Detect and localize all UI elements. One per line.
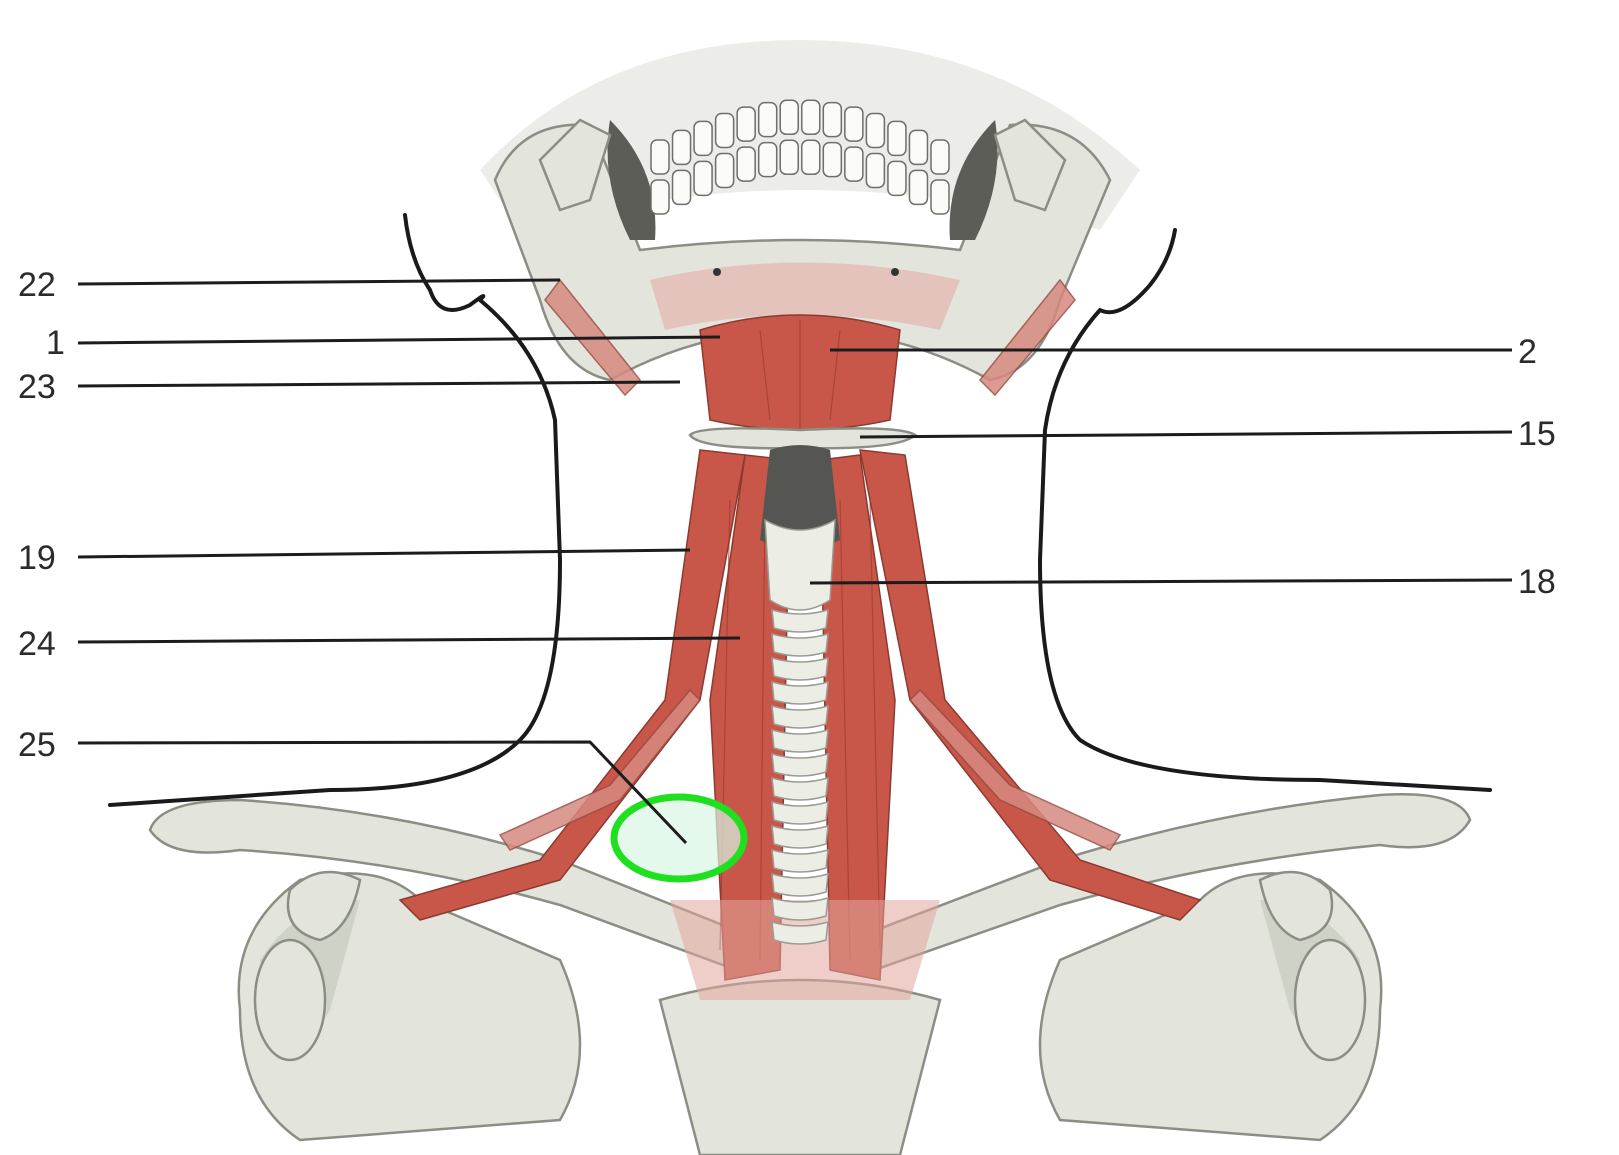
- tooth: [908, 129, 929, 166]
- tooth: [930, 179, 950, 215]
- leader-18: [809, 578, 1513, 585]
- tracheal-ring: [771, 680, 829, 705]
- tracheal-ring: [771, 776, 829, 801]
- label-15: 15: [1518, 415, 1556, 453]
- teeth: [650, 99, 950, 215]
- tracheal-ring: [771, 872, 829, 897]
- tooth: [757, 141, 778, 178]
- tooth: [736, 106, 756, 142]
- leader-24: [77, 636, 741, 644]
- tracheal-ring: [771, 824, 829, 849]
- tooth: [779, 99, 799, 136]
- tooth: [887, 120, 907, 157]
- tooth: [779, 139, 799, 176]
- tracheal-ring: [771, 896, 829, 921]
- tooth: [693, 120, 713, 157]
- leader-lines: [77, 278, 1513, 845]
- tooth: [714, 152, 735, 189]
- label-18: 18: [1518, 563, 1556, 601]
- tooth: [801, 99, 821, 136]
- mandible: [480, 40, 1140, 382]
- leader-23: [77, 380, 681, 388]
- leader-1: [77, 335, 721, 345]
- tracheal-ring: [771, 752, 829, 777]
- tooth: [671, 169, 692, 206]
- tracheal-ring: [771, 920, 829, 945]
- tracheal-ring: [771, 632, 829, 657]
- tooth: [671, 129, 692, 166]
- label-23: 23: [18, 368, 56, 406]
- leader-19: [77, 548, 691, 559]
- tooth: [650, 139, 670, 175]
- highlight-ellipse[interactable]: [610, 793, 748, 883]
- label-1: 1: [46, 324, 65, 362]
- tracheal-ring: [771, 848, 829, 873]
- tracheal-ring: [771, 704, 829, 729]
- tooth: [757, 101, 778, 138]
- tracheal-ring: [771, 656, 829, 681]
- tooth: [801, 139, 821, 176]
- tooth: [693, 160, 713, 197]
- larynx-trachea: [760, 445, 840, 945]
- leader-25: [77, 740, 688, 845]
- leader-15: [859, 430, 1513, 439]
- label-19: 19: [18, 539, 56, 577]
- tooth: [822, 141, 843, 178]
- tooth: [714, 112, 735, 149]
- tracheal-ring: [771, 608, 829, 633]
- tracheal-ring: [771, 728, 829, 753]
- tooth: [865, 152, 886, 189]
- tooth: [887, 160, 907, 197]
- labels: 22 1 23 19 24 25 2 15 18: [18, 266, 1556, 764]
- tooth: [736, 146, 756, 182]
- leader-22: [77, 278, 561, 286]
- tooth: [822, 101, 843, 138]
- tooth: [908, 169, 929, 206]
- tooth: [650, 179, 670, 215]
- label-2: 2: [1518, 333, 1537, 371]
- label-22: 22: [18, 266, 56, 304]
- tooth: [865, 112, 886, 149]
- label-25: 25: [18, 726, 56, 764]
- label-24: 24: [18, 625, 56, 663]
- neck-outline: [108, 213, 1492, 807]
- tooth: [844, 146, 864, 182]
- tooth: [930, 139, 950, 175]
- tooth: [844, 106, 864, 142]
- tracheal-ring: [771, 800, 829, 825]
